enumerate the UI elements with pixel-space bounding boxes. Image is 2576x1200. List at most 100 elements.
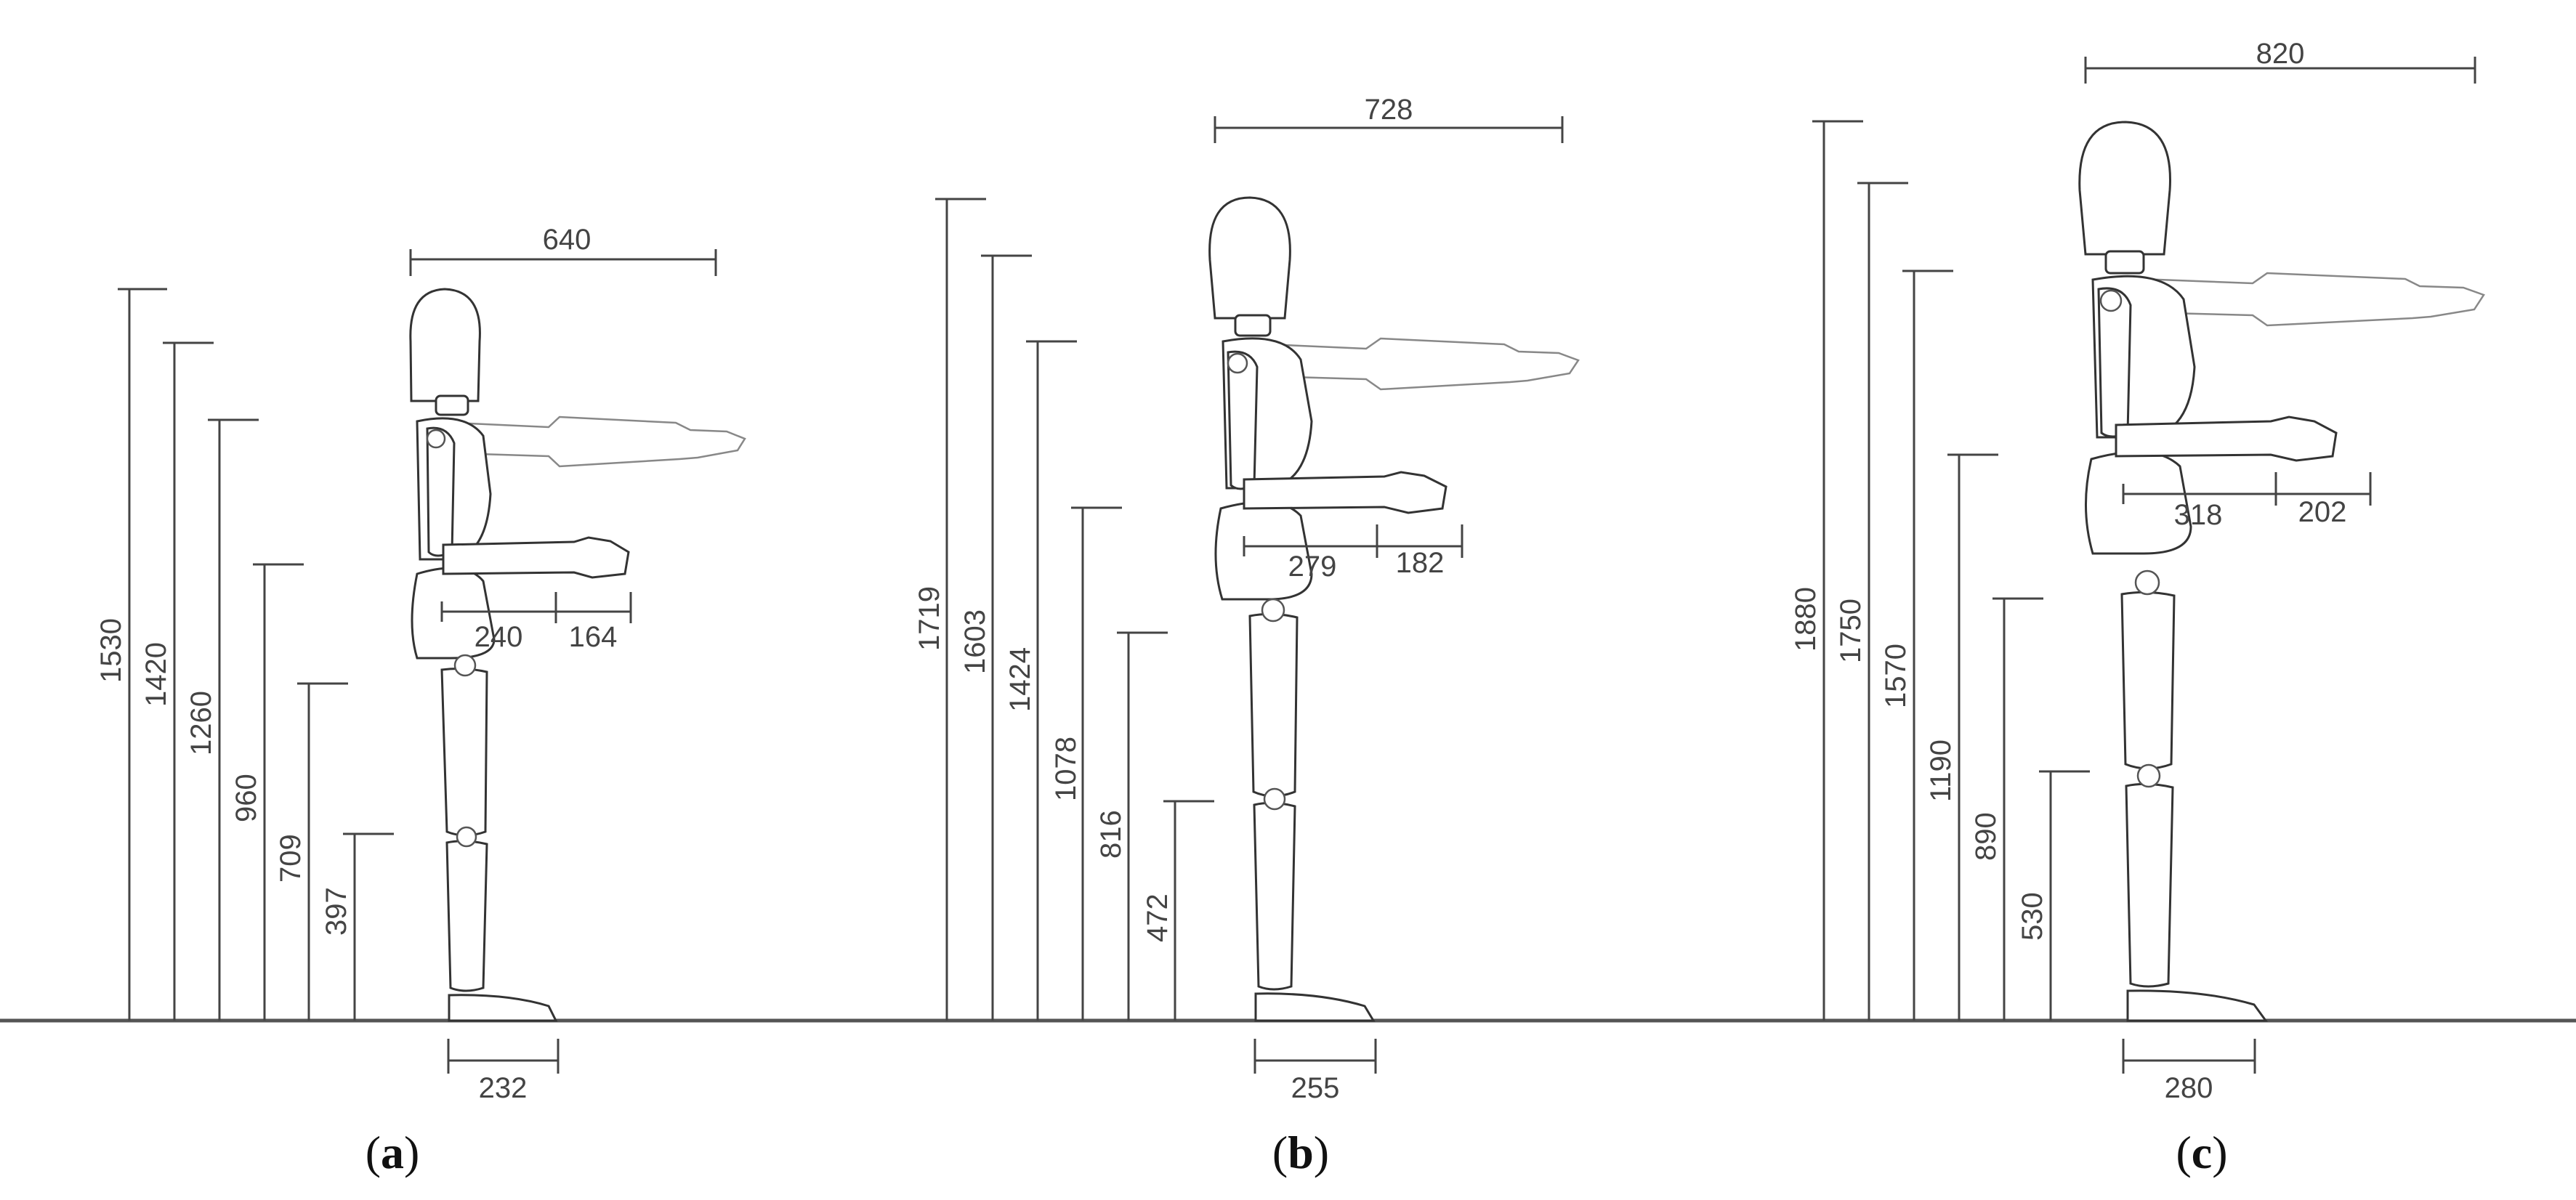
height-label-c-3: 1190 [1925,739,1957,802]
height-label-b-1: 1603 [959,609,991,674]
foot-dimension-c [2122,1039,2256,1074]
height-line-a-0 [118,288,167,1021]
shin-a [445,840,488,992]
foot-dimension-a [447,1039,560,1074]
height-label-b-4: 816 [1095,810,1127,859]
shoulder-joint-c [2099,289,2123,312]
height-line-c-4 [1992,597,2043,1021]
forearm-c [2115,415,2338,462]
height-label-a-3: 960 [230,774,262,822]
foot-label-c: 280 [2165,1072,2213,1104]
foot-c [2126,989,2268,1022]
foot-a [448,994,558,1022]
raised-arm-a [453,415,746,468]
height-label-b-2: 1424 [1004,647,1036,712]
hand-label-c: 202 [2298,496,2347,528]
height-line-c-1 [1857,182,1908,1021]
height-line-c-3 [1947,453,1998,1021]
mannequin-b [1208,196,1580,1022]
forearm-a [442,536,630,579]
height-line-a-1 [163,341,214,1021]
height-label-a-1: 1420 [140,642,172,707]
height-line-c-0 [1812,120,1863,1021]
height-label-a-4: 709 [275,834,307,883]
thigh-b [1248,612,1299,798]
knee-joint-a [456,826,477,848]
figure-a: 1530 1420 1260 960 709 397 640 [95,224,746,1178]
height-dimensions-b: 1719 1603 1424 1078 816 472 [913,198,1214,1021]
height-line-a-4 [297,682,348,1021]
height-label-b-3: 1078 [1050,737,1082,801]
shin-c [2125,782,2174,988]
raised-arm-b [1267,337,1580,391]
reach-dimension-b [1214,116,1564,143]
height-label-c-5: 530 [2016,892,2048,941]
raised-arm-c [2139,272,2485,327]
height-line-a-3 [253,563,304,1021]
upper-arm-b [1227,350,1259,490]
reach-label-a: 640 [543,224,591,256]
hip-joint-c [2134,569,2160,596]
height-label-a-5: 397 [320,887,352,936]
forearm-label-a: 240 [475,621,523,653]
height-line-c-2 [1902,269,1953,1021]
thigh-c [2120,591,2176,770]
height-dimensions-a: 1530 1420 1260 960 709 397 [95,288,394,1021]
mannequin-a [409,288,746,1022]
height-dimensions-c: 1880 1750 1570 1190 890 530 [1790,120,2090,1021]
shoulder-joint-b [1227,352,1248,374]
arm-dimension-a [440,592,632,623]
height-line-b-0 [935,198,986,1021]
forearm-label-b: 279 [1288,551,1337,583]
height-label-c-1: 1750 [1835,599,1867,663]
reach-label-b: 728 [1365,94,1413,126]
head-a [409,288,481,402]
shin-b [1253,801,1296,991]
caption-a: (a) [366,1127,420,1178]
neck-a [435,394,469,416]
forearm-label-c: 318 [2174,499,2223,531]
caption-c: (c) [2176,1127,2227,1178]
height-line-a-5 [343,832,394,1021]
neck-b [1234,314,1272,337]
foot-label-b: 255 [1291,1072,1340,1104]
thigh-a [440,668,488,837]
arm-dimension-c [2122,472,2372,506]
height-label-a-2: 1260 [185,691,217,755]
neck-c [2104,250,2145,275]
hand-label-b: 182 [1396,547,1445,579]
foot-b [1254,992,1376,1022]
knee-joint-c [2136,763,2161,788]
hip-joint-a [453,654,477,677]
height-label-c-2: 1570 [1880,644,1912,708]
hand-label-a: 164 [569,621,618,653]
shoulder-joint-a [426,429,446,449]
mannequin-c [2078,121,2485,1022]
height-line-b-2 [1026,340,1077,1021]
hip-joint-b [1261,598,1285,623]
height-line-b-3 [1071,506,1122,1021]
reach-dimension-c [2084,57,2476,84]
height-line-b-5 [1163,800,1214,1021]
height-label-a-0: 1530 [95,618,127,683]
knee-joint-b [1263,787,1286,811]
head-c [2078,121,2171,256]
caption-b: (b) [1272,1127,1329,1178]
height-line-b-4 [1117,631,1168,1021]
head-b [1208,196,1291,320]
foot-label-a: 232 [479,1072,528,1104]
height-line-c-5 [2039,770,2090,1021]
height-line-a-2 [208,418,259,1021]
reach-label-c: 820 [2256,38,2305,70]
forearm-b [1243,471,1448,514]
height-label-c-4: 890 [1970,812,2002,861]
height-label-b-0: 1719 [913,586,945,651]
height-line-b-1 [981,254,1032,1021]
foot-dimension-b [1253,1039,1377,1074]
reach-dimension-a [409,249,717,276]
figure-b: 1719 1603 1424 1078 816 472 728 279 182 [913,94,1580,1178]
arm-dimension-b [1243,524,1463,558]
height-label-c-0: 1880 [1790,587,1822,652]
